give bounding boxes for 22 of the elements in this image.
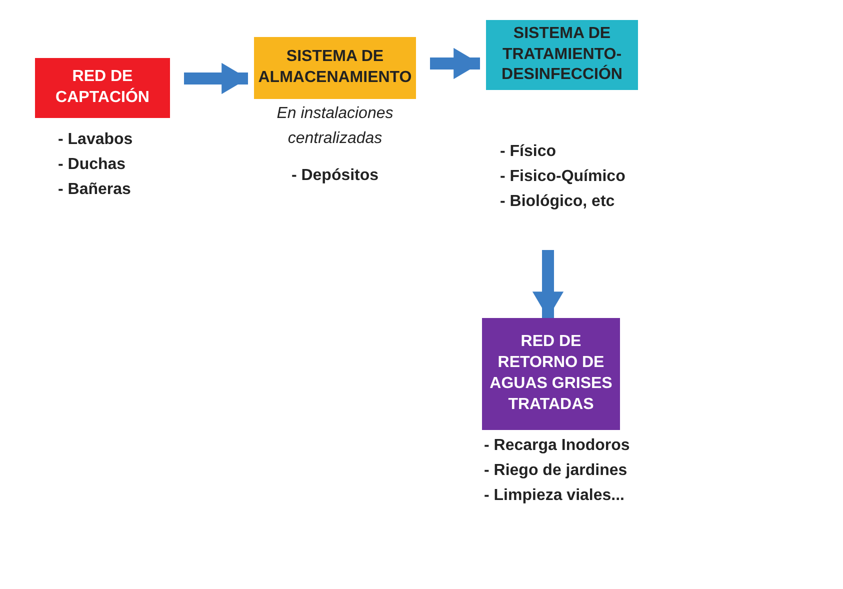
arrow [532, 250, 564, 318]
note-text: En instalaciones centralizadas [276, 104, 394, 149]
list-item: - Duchas [58, 154, 127, 175]
box-title: SISTEMA DE ALMACENAMIENTO [258, 47, 412, 88]
box-title: SISTEMA DE TRATAMIENTO-DESINFECCIÓN [500, 24, 624, 86]
list-item: - Físico [500, 142, 558, 162]
list-item: - Lavabos [58, 130, 134, 150]
process-box [482, 318, 620, 430]
process-box [254, 37, 416, 99]
list-item: - Biológico, etc [500, 192, 616, 212]
process-box [35, 58, 170, 118]
process-box [486, 20, 638, 90]
list-item: - Recarga Inodoros [484, 436, 631, 456]
box-title: RED DE CAPTACIÓN [54, 67, 150, 108]
arrow [430, 48, 480, 80]
list-item: - Limpieza viales... [484, 486, 626, 506]
arrow [184, 62, 248, 94]
list-item: - Bañeras [58, 180, 132, 200]
list-item: - Riego de jardines [484, 460, 628, 481]
box-title: RED DE RETORNO DE AGUAS GRISES TRATADAS [488, 332, 614, 415]
list-item: - Fisico-Químico [500, 166, 626, 187]
list-item: - Depósitos [290, 166, 380, 186]
